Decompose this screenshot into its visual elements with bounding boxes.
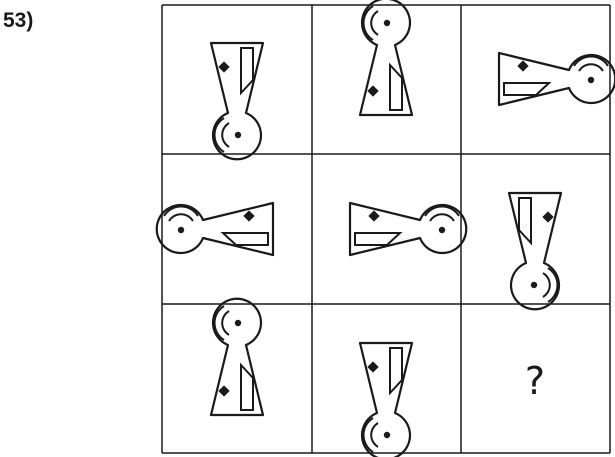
cell-r2c2 xyxy=(350,203,466,255)
keyhole-figure xyxy=(360,343,412,457)
cell-r1c2 xyxy=(360,0,412,115)
keyhole-figure xyxy=(157,203,273,255)
keyhole-figure xyxy=(350,203,466,255)
cell-r3c1 xyxy=(211,299,263,415)
cell-r2c1 xyxy=(157,203,273,255)
cell-r1c1 xyxy=(211,43,263,159)
cell-r2c3 xyxy=(509,193,561,309)
keyhole-figure xyxy=(509,193,561,309)
keyhole-figure xyxy=(211,43,263,159)
cell-r3c3: ? xyxy=(525,359,545,403)
keyhole-figure xyxy=(211,299,263,415)
keyhole-figure xyxy=(360,0,412,115)
cell-r3c2 xyxy=(360,343,412,457)
missing-figure-question-mark: ? xyxy=(525,359,545,403)
cell-r1c3 xyxy=(499,53,615,105)
keyhole-figure xyxy=(499,53,615,105)
